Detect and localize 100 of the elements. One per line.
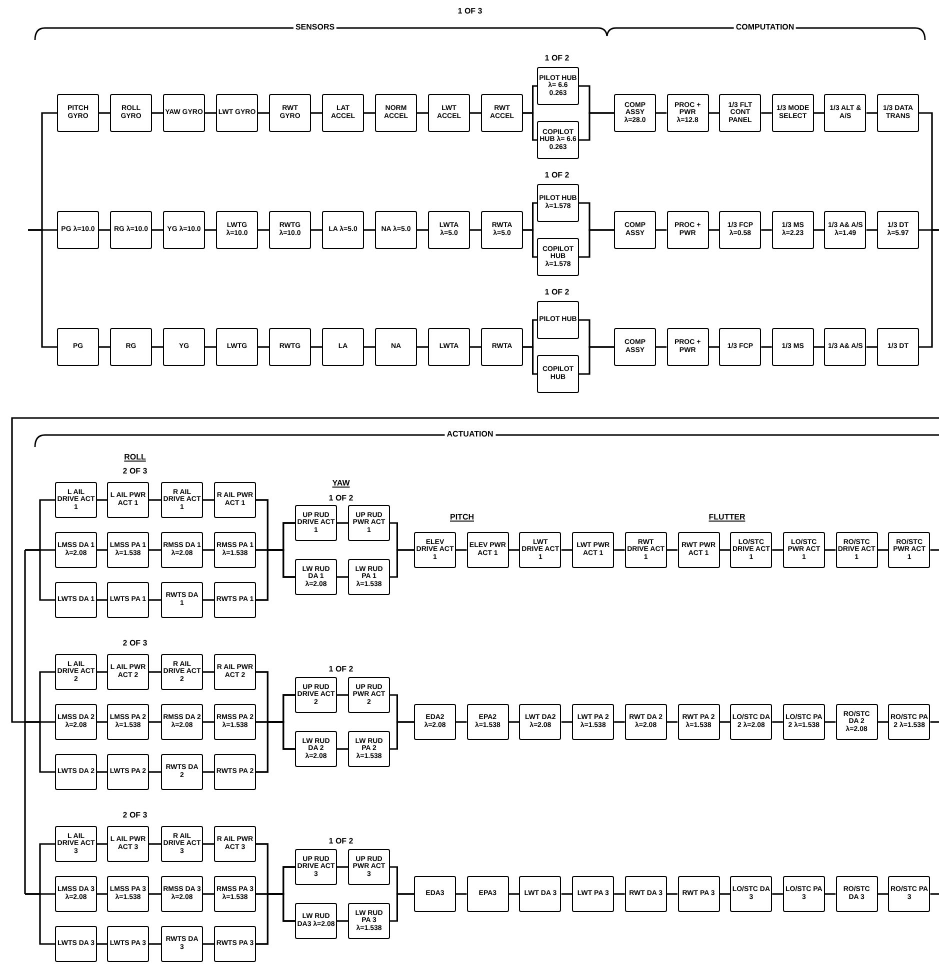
redundancy-label: 2 OF 3 (120, 640, 150, 648)
block-box (678, 704, 720, 740)
block-box (55, 704, 97, 740)
block-box (110, 328, 152, 366)
connector-line (203, 499, 214, 501)
block-box (824, 328, 866, 366)
connector-line (456, 721, 467, 723)
block-box (107, 926, 149, 962)
group-heading: YAW (331, 480, 351, 488)
connector-line (203, 843, 214, 845)
block-box (772, 211, 814, 249)
block-box (55, 654, 97, 690)
block-box (824, 94, 866, 132)
block-box (888, 876, 930, 912)
block-box (614, 94, 656, 132)
block-box (107, 532, 149, 568)
redundancy-label: 1 OF 2 (542, 172, 572, 180)
connector-line (614, 721, 625, 723)
block-box (322, 211, 364, 249)
block-box (719, 94, 762, 132)
block-box (161, 826, 203, 862)
block-box (107, 876, 149, 912)
connector-line (25, 721, 55, 773)
block-box (678, 876, 720, 912)
connector-line (256, 893, 295, 945)
connector-line (258, 229, 269, 231)
block-box (57, 328, 99, 366)
connector-line (761, 229, 772, 231)
connector-line (364, 229, 375, 231)
connector-line (337, 522, 348, 524)
connector-line (930, 721, 939, 723)
redundancy-label: 1 OF 3 (456, 8, 484, 16)
connector-line (561, 893, 572, 895)
connector-line (824, 721, 836, 723)
block-box (537, 121, 579, 159)
block-box (348, 849, 390, 885)
block-box (55, 876, 97, 912)
block-box (269, 94, 311, 132)
block-box (55, 826, 97, 862)
connector-line (390, 549, 414, 578)
connector-line (337, 576, 348, 578)
block-box (537, 238, 579, 276)
block-box (414, 532, 456, 568)
connector-line (930, 549, 939, 551)
connector-line (149, 549, 161, 551)
block-box (666, 211, 709, 249)
connector-line (523, 346, 537, 375)
connector-line (878, 721, 888, 723)
connector-line (708, 229, 720, 231)
block-box (161, 876, 203, 912)
connector-line (866, 112, 877, 114)
connector-line (656, 229, 667, 231)
block-box (572, 532, 614, 568)
connector-line (508, 721, 520, 723)
connector-line (708, 346, 720, 348)
connector-line (417, 346, 428, 348)
block-box (678, 532, 720, 568)
connector-line (203, 771, 214, 773)
block-box (375, 211, 417, 249)
block-box (572, 704, 614, 740)
block-box (614, 211, 656, 249)
connector-line (97, 721, 107, 723)
block-box (214, 532, 256, 568)
block-box (624, 876, 667, 912)
block-box (57, 94, 99, 132)
block-box (519, 704, 562, 740)
block-box (428, 94, 470, 132)
block-box (772, 94, 814, 132)
block-box (375, 94, 417, 132)
connector-line (470, 229, 481, 231)
connector-line (25, 893, 55, 945)
connector-line (579, 346, 614, 375)
block-box (836, 704, 878, 740)
connector-line (772, 893, 783, 895)
redundancy-label: 1 OF 2 (326, 838, 356, 846)
connector-line (149, 843, 161, 845)
block-box (428, 211, 470, 249)
connector-line (814, 112, 824, 114)
connector-line (508, 549, 520, 551)
connector-line (149, 771, 161, 773)
block-box (782, 876, 825, 912)
block-box (348, 505, 390, 541)
block-box (730, 532, 772, 568)
block-box (624, 704, 667, 740)
connector-line (930, 893, 939, 895)
block-box (888, 532, 930, 568)
connector-line (761, 346, 772, 348)
block-box (730, 876, 772, 912)
connector-line (97, 499, 107, 501)
connector-line (579, 229, 614, 258)
block-box (414, 704, 456, 740)
block-box (295, 559, 337, 595)
block-box (107, 582, 149, 618)
block-box (888, 704, 930, 740)
section-label: COMPUTATION (734, 24, 796, 32)
connector-line (311, 346, 322, 348)
block-box (295, 677, 337, 713)
block-box (824, 211, 866, 249)
block-box (322, 94, 364, 132)
connector-line (256, 721, 295, 773)
